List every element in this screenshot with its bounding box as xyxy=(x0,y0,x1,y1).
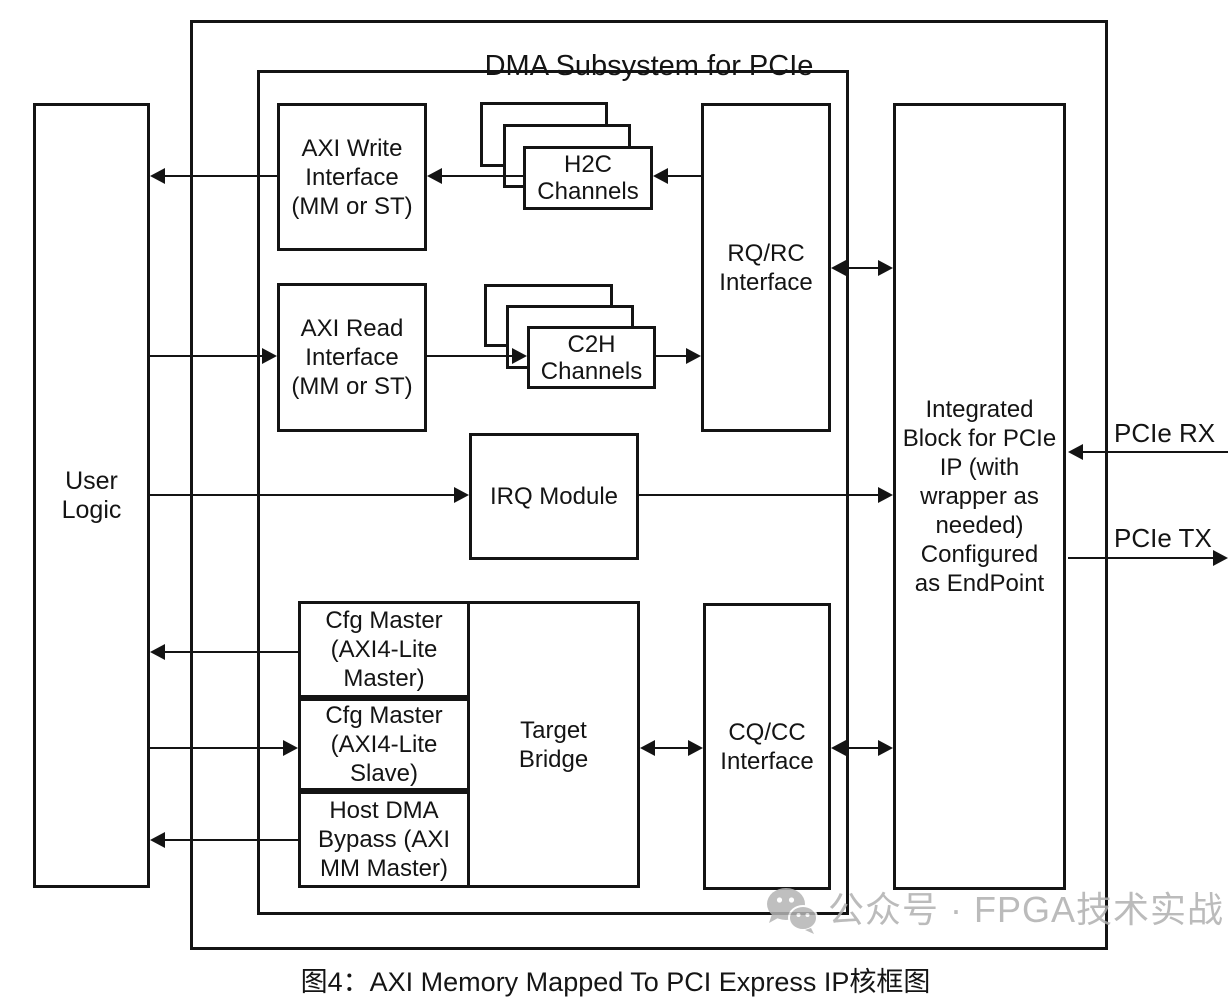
integrated-pcie-block: Integrated Block for PCIe IP (with wrapp… xyxy=(893,103,1066,890)
axi-write-interface-block: AXI Write Interface (MM or ST) xyxy=(277,103,427,251)
dma-subsystem-box: DMA Subsystem for PCIe xyxy=(190,20,1108,950)
cfg-master-axi4lite-master-block: Cfg Master (AXI4-Lite Master) xyxy=(298,601,470,698)
dma-inner-box xyxy=(257,70,849,915)
host-dma-bypass-block: Host DMA Bypass (AXI MM Master) xyxy=(298,791,470,888)
figure-caption: 图4：AXI Memory Mapped To PCI Express IP核框… xyxy=(300,967,931,997)
user-logic-block: User Logic xyxy=(33,103,150,888)
cfg-master-axi4lite-slave-block: Cfg Master (AXI4-Lite Slave) xyxy=(298,698,470,791)
rq-rc-interface-block: RQ/RC Interface xyxy=(701,103,831,432)
irq-module-block: IRQ Module xyxy=(469,433,639,560)
pcie-rx-label: PCIe RX xyxy=(1114,418,1216,448)
watermark-text: 公众号 · FPGA技术实战 xyxy=(828,889,1225,930)
c2h-channels-block: C2H Channels xyxy=(527,326,656,389)
h2c-channels-block: H2C Channels xyxy=(523,146,653,210)
dma-subsystem-title: DMA Subsystem for PCIe xyxy=(484,50,814,82)
pcie-tx-label: PCIe TX xyxy=(1114,523,1212,553)
wechat-icon xyxy=(762,884,820,936)
cq-cc-interface-block: CQ/CC Interface xyxy=(703,603,831,890)
watermark: 公众号 · FPGA技术实战 xyxy=(762,884,1224,936)
axi-read-interface-block: AXI Read Interface (MM or ST) xyxy=(277,283,427,432)
